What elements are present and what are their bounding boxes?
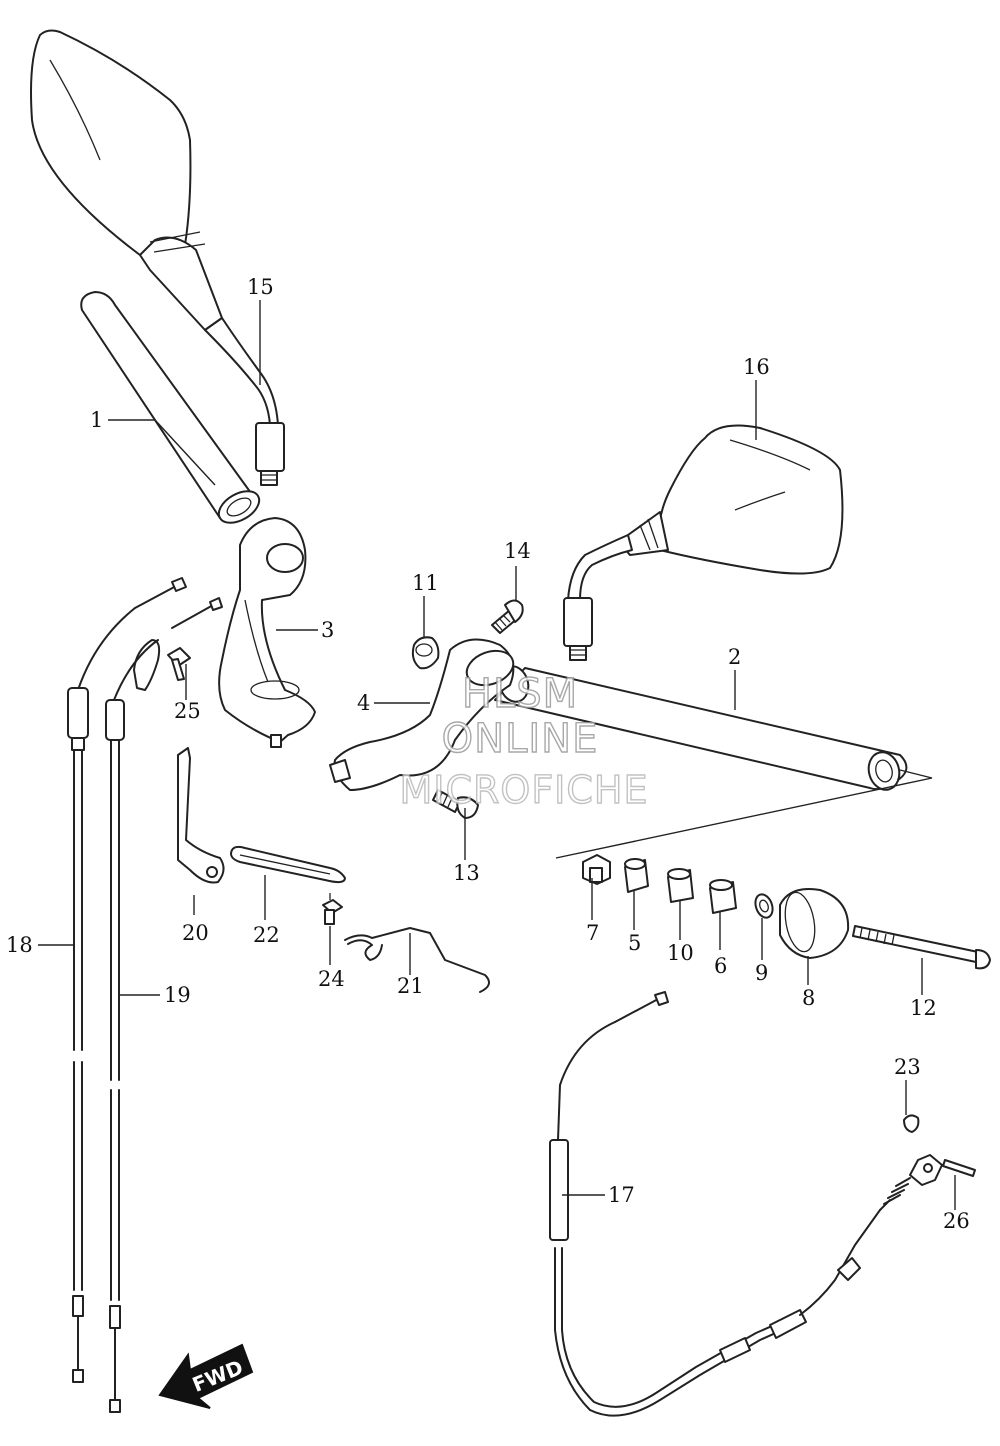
callout-numbers: 1 15 16 2 3 4 11 14 13 25 20 22 24 21 7 … xyxy=(6,275,970,1233)
watermark-line3: MICROFICHE xyxy=(399,768,648,812)
part-3-handlebar-holder[interactable] xyxy=(218,517,316,748)
part-10-collar[interactable] xyxy=(667,868,694,903)
callout-21: 21 xyxy=(397,974,424,998)
part-23-pin[interactable] xyxy=(903,1114,920,1133)
callout-7: 7 xyxy=(586,921,599,945)
watermark-line2: ONLINE xyxy=(442,716,599,762)
callout-9: 9 xyxy=(755,961,768,985)
callout-1: 1 xyxy=(90,408,103,432)
callout-16: 16 xyxy=(743,355,770,379)
part-26-cotter-pin[interactable] xyxy=(942,1159,976,1177)
callout-10: 10 xyxy=(667,941,694,965)
callout-22: 22 xyxy=(253,923,280,947)
callout-15: 15 xyxy=(247,275,274,299)
part-11-cap[interactable] xyxy=(411,636,440,670)
part-1-handlebar-grip[interactable] xyxy=(80,291,264,529)
callout-19: 19 xyxy=(164,983,191,1007)
callout-3: 3 xyxy=(321,618,334,642)
callout-14: 14 xyxy=(504,539,531,563)
callout-12: 12 xyxy=(910,996,937,1020)
part-24-bolt[interactable] xyxy=(322,893,343,925)
part-14-bolt[interactable] xyxy=(491,599,524,634)
bar-end-explode-lines xyxy=(555,769,933,859)
part-22-clamp[interactable] xyxy=(230,845,346,884)
part-13-bolt[interactable] xyxy=(432,789,479,819)
part-18-throttle-cable[interactable] xyxy=(67,577,187,1383)
callout-20: 20 xyxy=(182,921,209,945)
part-6-collar[interactable] xyxy=(709,879,737,914)
part-21-wire-clamp[interactable] xyxy=(344,927,490,993)
part-12-screw[interactable] xyxy=(852,925,991,970)
part-16-right-mirror[interactable] xyxy=(563,424,844,661)
callout-17: 17 xyxy=(608,1183,635,1207)
callout-8: 8 xyxy=(802,986,815,1010)
part-8-bar-end-weight[interactable] xyxy=(779,888,850,959)
part-5-collar[interactable] xyxy=(624,858,649,893)
callout-26: 26 xyxy=(943,1209,970,1233)
callout-11: 11 xyxy=(412,571,439,595)
part-25-bolt[interactable] xyxy=(167,647,191,681)
callout-2: 2 xyxy=(728,645,741,669)
part-17-clutch-cable[interactable] xyxy=(549,991,943,1417)
callout-23: 23 xyxy=(894,1055,921,1079)
part-19-throttle-cable[interactable] xyxy=(105,597,223,1413)
callout-4: 4 xyxy=(357,691,370,715)
fwd-direction-arrow: FWD xyxy=(158,1343,254,1409)
callout-6: 6 xyxy=(714,954,727,978)
part-15-left-mirror[interactable] xyxy=(30,29,285,486)
part-7-nut[interactable] xyxy=(582,854,611,885)
callout-25: 25 xyxy=(174,699,201,723)
callout-24: 24 xyxy=(318,967,345,991)
watermark-line1: HLSM xyxy=(462,671,578,717)
watermark: HLSM ONLINE MICROFICHE xyxy=(399,670,648,812)
callout-5: 5 xyxy=(628,931,641,955)
part-20-bracket[interactable] xyxy=(177,747,225,884)
callout-18: 18 xyxy=(6,933,33,957)
callout-13: 13 xyxy=(453,861,480,885)
part-4-handlebar-holder[interactable] xyxy=(329,638,518,791)
part-9-washer[interactable] xyxy=(752,892,775,920)
leader-lines xyxy=(38,300,956,1210)
